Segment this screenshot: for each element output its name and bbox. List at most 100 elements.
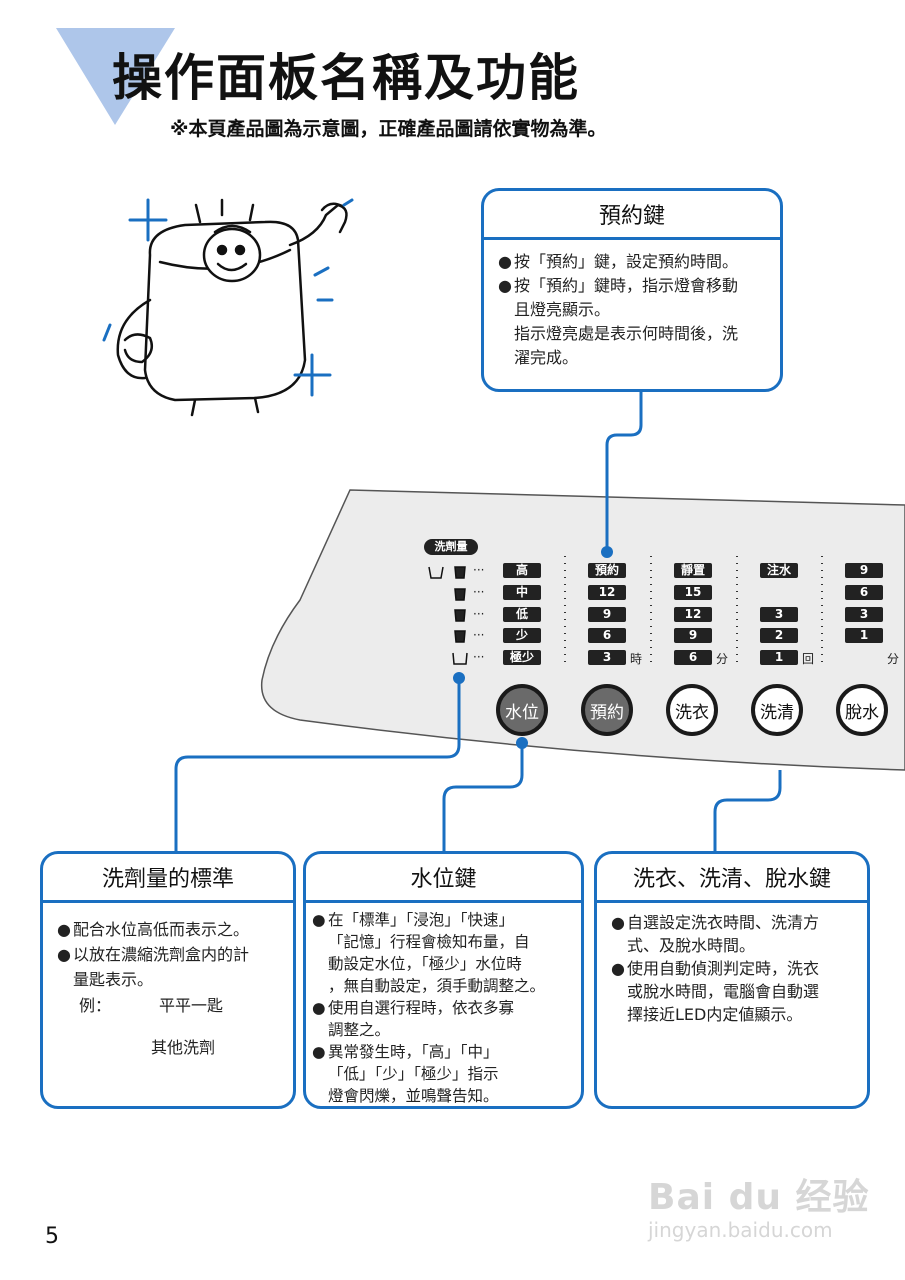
cup-icons [428,566,468,665]
list-item-text: 濯完成。 [514,348,579,367]
dotted-leader: ··· [473,628,485,642]
reserve-indicator: 6 [588,628,626,643]
list-item-text: 在「標準」「浸泡」「快速」 [328,911,515,929]
list-item: 擇接近LED内定値顯示。 [611,1003,853,1026]
callout-connectors [174,391,782,853]
list-item-text: 使用自選行程時，依衣多寡 [328,999,515,1017]
list-item: 且燈亮顯示。 [498,298,766,322]
rinse-indicator-header: 注水 [760,563,798,578]
reserve-indicator: 3 [588,650,626,665]
bullet-icon: ● [312,999,326,1017]
spin-indicator: 6 [845,585,883,600]
dotted-leader: ··· [473,563,485,577]
spin-button[interactable]: 脫水 [836,684,888,736]
page-title: 操作面板名稱及功能 [112,49,580,107]
bullet-icon: ● [57,945,71,964]
bullet-icon: ● [498,276,512,295]
wash-rinse-spin-box: 洗衣、洗清、脫水鍵 ●自選設定洗衣時間、洗清方式、及脫水時間。●使用自動偵測判定… [594,851,870,1109]
title-triangle [56,28,175,125]
list-item: ●自選設定洗衣時間、洗清方 [611,911,853,934]
water-level-indicator: 低 [503,607,541,622]
connector-endpoints [453,546,613,749]
list-item: 「低」「少」「極少」指示 [312,1063,575,1085]
list-item-text: 調整之。 [328,1021,391,1039]
wash-button[interactable]: 洗衣 [666,684,718,736]
bullet-icon: ● [611,959,625,978]
wash-indicator: 15 [674,585,712,600]
list-item-text: ，無自動設定，須手動調整之。 [328,977,546,995]
unit-label: 分 [887,652,900,666]
list-item-text: 量匙表示。 [73,970,154,989]
list-item: ●在「標準」「浸泡」「快速」 [312,909,575,931]
panel-separators [564,556,823,668]
reserve-indicator: 9 [588,607,626,622]
list-item-text: 或脫水時間，電腦會自動選 [627,982,820,1001]
list-item: ●以放在濃縮洗劑盒内的計 [57,942,279,967]
list-item-text: 燈會閃爍，並鳴聲告知。 [328,1087,499,1105]
rinse-indicator: 1 [760,650,798,665]
list-item: ●配合水位高低而表示之。 [57,917,279,942]
water-level-indicator: 少 [503,628,541,643]
reserve-key-box: 預約鍵 ●按「預約」鍵，設定預約時間。●按「預約」鍵時，指示燈會移動且燈亮顯示。… [481,188,783,392]
spin-indicator: 3 [845,607,883,622]
page-number: 5 [45,1224,59,1249]
water-level-indicator: 中 [503,585,541,600]
watermark-logo: Bai du 经验 [648,1177,870,1218]
list-item: 燈會閃爍，並鳴聲告知。 [312,1085,575,1107]
list-item: 指示燈亮處是表示何時間後，洗 [498,322,766,346]
rinse-button[interactable]: 洗清 [751,684,803,736]
water-level-button[interactable]: 水位 [496,684,548,736]
list-item: 「記憶」行程會檢知布量，自 [312,931,575,953]
list-item-text: 式、及脫水時間。 [627,936,756,955]
wash-rinse-spin-list: ●自選設定洗衣時間、洗清方式、及脫水時間。●使用自動偵測判定時，洗衣或脫水時間，… [597,903,867,1026]
list-item-text: 動設定水位，「極少」水位時 [328,955,522,973]
water-level-key-title: 水位鍵 [306,854,581,903]
list-item-text: 且燈亮顯示。 [514,300,611,319]
list-item: ●使用自動偵測判定時，洗衣 [611,957,853,980]
mascot-illustration [116,198,348,417]
wash-indicator-header: 靜置 [674,563,712,578]
reserve-button[interactable]: 預約 [581,684,633,736]
example-label: 例： [79,996,112,1015]
dotted-leader: ··· [473,650,485,664]
reserve-indicator-header: 預約 [588,563,626,578]
bullet-icon: ● [57,920,71,939]
unit-label: 回 [802,652,815,666]
rinse-indicator: 2 [760,628,798,643]
detergent-amount-label: 洗劑量 [424,539,478,555]
list-item: ●異常發生時，「高」「中」 [312,1041,575,1063]
rinse-indicator: 3 [760,607,798,622]
list-item-text: 自選設定洗衣時間、洗清方 [627,913,820,932]
reserve-indicator: 12 [588,585,626,600]
reserve-key-title: 預約鍵 [484,191,780,240]
list-item: 調整之。 [312,1019,575,1041]
list-item: ●按「預約」鍵，設定預約時間。 [498,250,766,274]
other-detergent-label: 其他洗劑 [151,1038,216,1057]
list-item: 動設定水位，「極少」水位時 [312,953,575,975]
list-item: 式、及脫水時間。 [611,934,853,957]
list-item: 量匙表示。 [57,967,279,992]
detergent-standard-list: ●配合水位高低而表示之。●以放在濃縮洗劑盒内的計量匙表示。 [43,903,293,992]
spin-indicator: 9 [845,563,883,578]
bullet-icon: ● [312,1043,326,1061]
list-item-text: 按「預約」鍵時，指示燈會移動 [514,276,739,295]
list-item-text: 使用自動偵測判定時，洗衣 [627,959,820,978]
example-text: 平平一匙 [159,996,224,1015]
list-item-text: 指示燈亮處是表示何時間後，洗 [514,324,739,343]
list-item: ●按「預約」鍵時，指示燈會移動 [498,274,766,298]
water-level-indicator: 高 [503,563,541,578]
other-detergent-page[interactable]: 7 [243,1037,253,1053]
bullet-icon: ● [611,913,625,932]
wash-indicator: 6 [674,650,712,665]
bullet-icon: ● [312,911,326,929]
list-item: 或脫水時間，電腦會自動選 [611,980,853,1003]
wash-indicator: 9 [674,628,712,643]
list-item-text: 擇接近LED内定値顯示。 [627,1005,803,1024]
list-item-text: 以放在濃縮洗劑盒内的計 [73,945,250,964]
dotted-leader: ··· [473,607,485,621]
list-item-text: 按「預約」鍵，設定預約時間。 [514,252,739,271]
wash-indicator: 12 [674,607,712,622]
list-item: ●使用自選行程時，依衣多寡 [312,997,575,1019]
dotted-leader: ··· [473,585,485,599]
page-subtitle: ※本頁產品圖為示意圖，正確產品圖請依實物為準。 [170,118,607,140]
